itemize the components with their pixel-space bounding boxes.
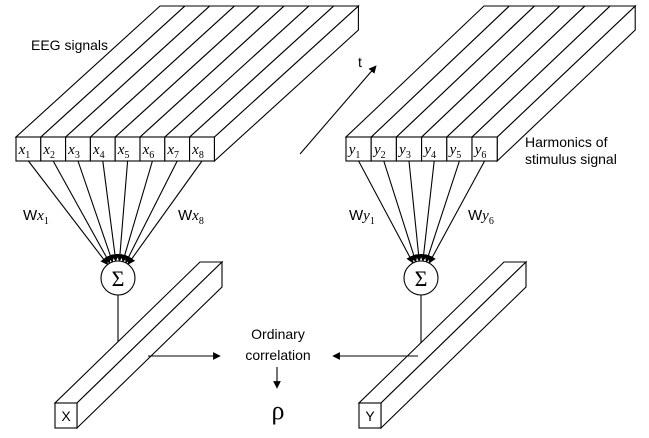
x-weight-line-8: [127, 160, 203, 265]
y-weight-line-3: [408, 160, 423, 262]
x-channel-cell: [40, 136, 67, 162]
weight-wy1-label: Wy1: [349, 207, 375, 227]
weight-wy6-label: Wy6: [468, 207, 494, 227]
x-channel-label-1: x1: [18, 142, 31, 161]
output-y-bar: Y: [357, 260, 528, 430]
sum-node-y: Σ: [403, 260, 439, 296]
y-channel-label-2: y2: [372, 142, 386, 161]
x-channel-label-4: x4: [92, 142, 105, 161]
y-channel-label-1: y1: [347, 142, 361, 161]
x-channel-label-2: x2: [42, 142, 55, 161]
y-channel-label-3: y3: [397, 142, 411, 161]
y-output-label: Y: [365, 408, 375, 424]
harmonics-label-line1: Harmonics of: [525, 134, 608, 150]
y-channel-label-5: y5: [448, 142, 462, 161]
y-channel-cell: [471, 136, 498, 162]
y-channel-label-4: y4: [422, 142, 436, 161]
y-weight-line-2: [383, 160, 418, 263]
x-weight-line-2: [52, 160, 111, 264]
x-output-label: X: [61, 408, 71, 424]
y-weight-line-4: [419, 160, 435, 262]
x-weight-line-1: [27, 160, 109, 266]
x-channel-label-7: x7: [166, 142, 179, 161]
y-channel-cell: [345, 136, 372, 162]
correlation-label-line2: correlation: [245, 347, 310, 363]
x-weight-line-7: [125, 160, 178, 264]
time-arrow: [299, 65, 377, 155]
y-weight-lines: [358, 160, 486, 264]
rho-symbol: ρ: [272, 396, 285, 425]
harmonics-signal-block: y1 y2 y3 y4 y5 y6: [344, 4, 637, 163]
y-weight-line-6: [428, 160, 486, 264]
sigma-x-label: Σ: [112, 266, 125, 291]
x-channel-cell: [189, 136, 215, 162]
weight-wx1-label: Wx1: [23, 207, 49, 227]
sum-node-x: Σ: [100, 260, 136, 296]
eeg-signals-label: EEG signals: [31, 37, 108, 53]
x-channel-cell: [65, 136, 91, 162]
y-channel-cell: [370, 136, 397, 162]
x-channel-label-8: x8: [191, 142, 204, 161]
eeg-signal-block: x1 x2 x3 x4 x5 x6 x7 x8: [14, 4, 360, 163]
x-weight-lines: [27, 160, 203, 266]
y-weight-line-1: [358, 160, 414, 264]
sigma-y-label: Σ: [415, 266, 428, 291]
y-weight-line-5: [424, 160, 460, 263]
x-channel-label-3: x3: [67, 142, 80, 161]
x-channel-cell: [139, 136, 166, 162]
x-weight-line-4: [102, 160, 119, 262]
output-x-bar: X: [53, 260, 224, 430]
harmonics-label-line2: stimulus signal: [525, 151, 617, 167]
weight-wx8-label: Wx8: [178, 207, 204, 227]
y-channel-label-6: y6: [473, 142, 487, 161]
y-channel-cell: [395, 136, 423, 162]
x-weight-line-3: [77, 160, 114, 263]
x-weight-line-5: [116, 160, 129, 262]
x-channel-cell: [114, 136, 141, 162]
x-channel-label-5: x5: [117, 142, 130, 161]
correlation-label-line1: Ordinary: [251, 326, 305, 342]
x-weight-line-6: [121, 160, 153, 263]
time-label: t: [358, 54, 362, 70]
x-channel-label-6: x6: [142, 142, 155, 161]
